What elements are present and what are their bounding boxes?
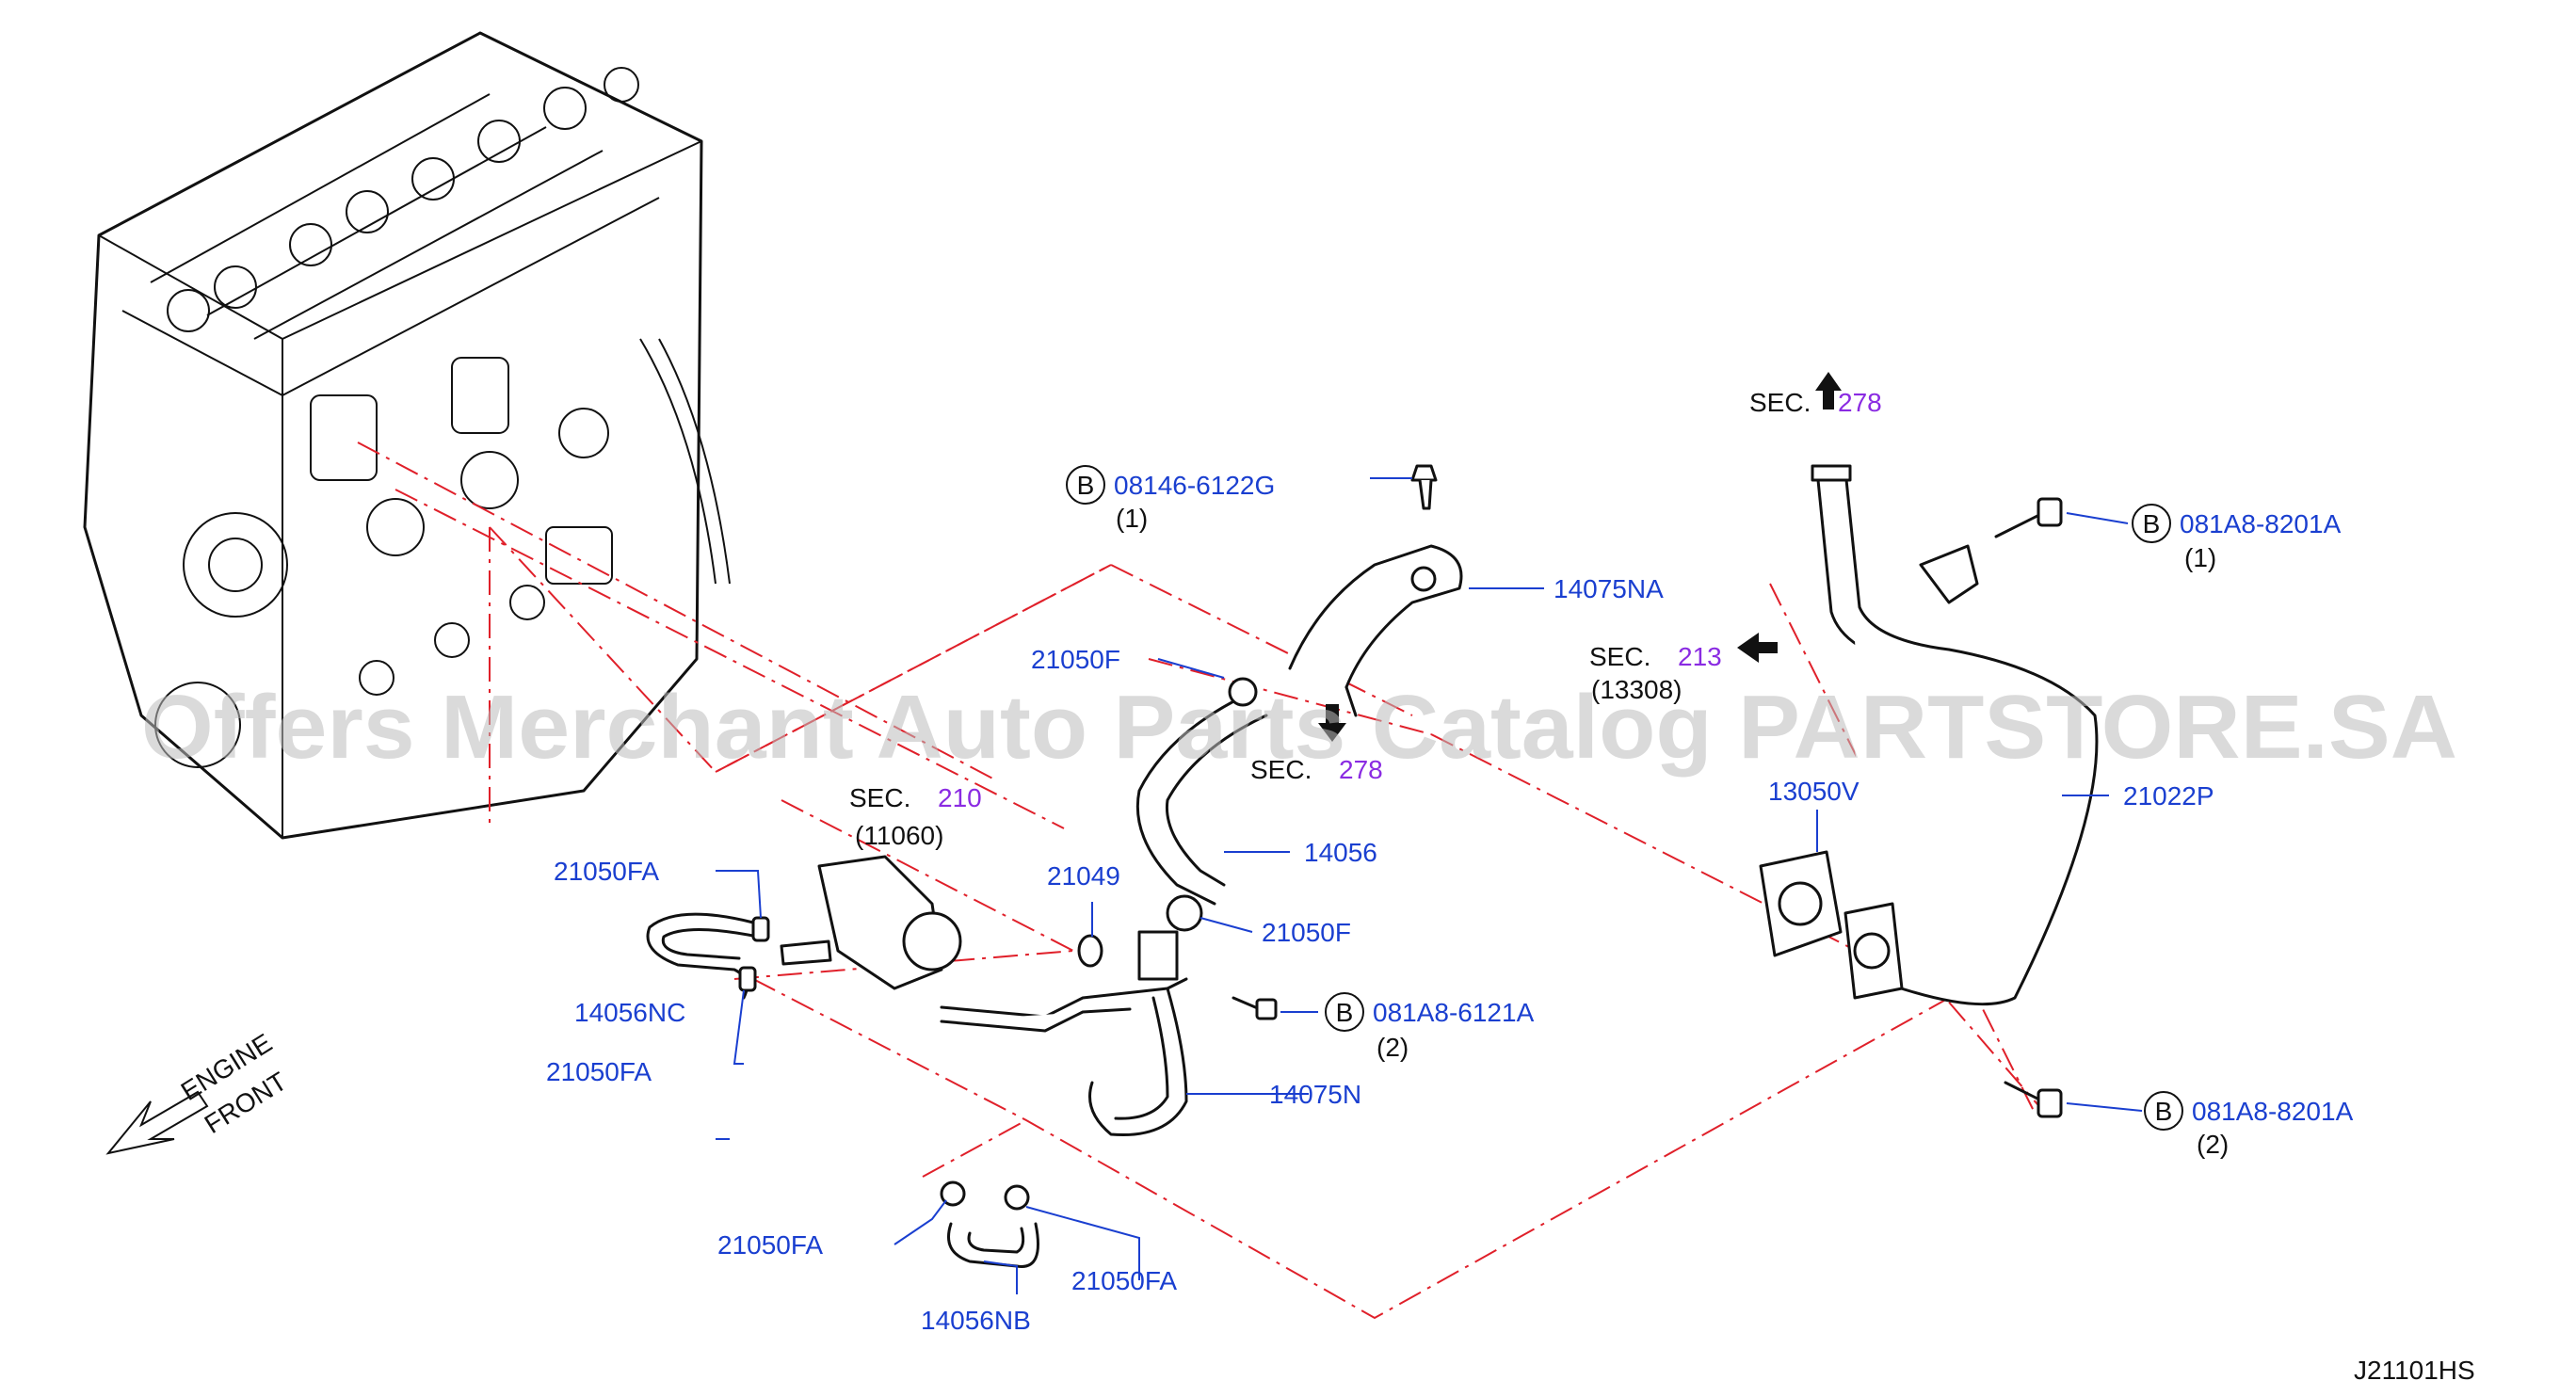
badge-letter: B [2155,1097,2173,1126]
sec-prefix: SEC. [1749,388,1811,417]
label-21050FA-bot2[interactable]: 21050FA [1071,1266,1177,1295]
part-number: 08146-6122G [1114,471,1275,500]
engine-front-indicator: ENGINE FRONT [105,1028,292,1155]
badge-b-icon [2132,504,2171,543]
hose-14056[interactable] [1135,695,1268,906]
sec-subsection: (13308) [1591,675,1682,704]
sec-prefix: SEC. [1250,755,1312,784]
clamp-21050FA-left2[interactable] [738,966,757,992]
label-21050FA-left1[interactable]: 21050FA [554,857,659,886]
part-qty: (2) [2197,1130,2229,1159]
bolt-08146-6122G[interactable] [1410,464,1438,510]
part-qty: (2) [1377,1033,1409,1062]
label-21050F-top[interactable]: 21050F [1031,645,1120,674]
part-qty: (1) [1116,504,1148,533]
sec-number: 278 [1838,388,1882,417]
label-21022P[interactable]: 21022P [2123,781,2214,811]
bolt-081A8-6121A[interactable] [1232,996,1278,1020]
badge-b-icon [1325,992,1364,1032]
arrow-left-icon [1737,633,1778,663]
sec-210[interactable]: SEC. 210 (11060) [849,783,982,850]
sec-prefix: SEC. [849,783,910,812]
diagram-code: J21101HS [2354,1356,2475,1385]
arrow-down-icon [1318,704,1346,742]
pipe-14075N[interactable] [940,930,1188,1137]
label-21050FA-left2[interactable]: 21050FA [546,1057,652,1086]
part-labels: 14075NA 21050F 14056 21049 21050F 14075N… [546,574,2214,1335]
clamp-21050F-top[interactable] [1228,677,1258,707]
clamp-21050FA-bot1[interactable] [940,1180,966,1207]
gasket-21049[interactable] [1077,934,1103,968]
engine-front-arrow-icon [105,1090,209,1155]
bolt-081A8-8201A-bottom[interactable] [2004,1081,2063,1118]
part-number: 081A8-8201A [2192,1097,2354,1126]
part-number: 081A8-8201A [2180,509,2342,538]
sec-prefix: SEC. [1589,642,1650,671]
watermark-text: Offers Merchant Auto Parts Catalog PARTS… [141,677,2457,778]
gasket-13050V[interactable] [1759,850,1843,957]
label-13050V[interactable]: 13050V [1768,777,1860,806]
label-14075N[interactable]: 14075N [1269,1080,1361,1109]
pipe-14075NA[interactable] [1288,544,1463,717]
sec-278-mid[interactable]: SEC. 278 [1250,755,1383,784]
clamp-21050F-mid[interactable] [1166,894,1203,932]
callout-081A8-8201A-bottom[interactable]: B 081A8-8201A (2) [2144,1091,2354,1159]
label-14056NC[interactable]: 14056NC [574,998,685,1027]
badge-letter: B [1077,471,1095,500]
badge-b-icon [1066,465,1105,505]
label-14075NA[interactable]: 14075NA [1554,574,1664,603]
engine-block-illustration [83,31,731,840]
bolt-081A8-8201A-top[interactable] [1994,497,2063,538]
flange-21022P[interactable] [1843,902,1904,1000]
leader-lines [716,477,2143,1294]
callout-081A8-6121A[interactable]: B 081A8-6121A (2) [1325,992,1535,1062]
label-21050FA-bot1[interactable]: 21050FA [717,1230,823,1260]
sec-number: 213 [1678,642,1722,671]
sec-number: 210 [938,783,982,812]
arrow-up-icon [1815,372,1842,409]
badge-letter: B [1336,998,1354,1027]
callout-08146-6122G[interactable]: B 08146-6122G (1) [1066,465,1275,533]
sec-subsection: (11060) [855,821,943,850]
part-qty: (1) [2184,543,2216,572]
label-14056[interactable]: 14056 [1304,838,1377,867]
sec-278-top[interactable]: SEC. 278 [1749,388,1882,417]
callout-081A8-8201A-top[interactable]: B 081A8-8201A (1) [2132,504,2342,572]
reference-lines [357,442,2044,1320]
badge-b-icon [2144,1091,2183,1131]
clamp-21050FA-left1[interactable] [751,916,770,942]
thermostat-housing-sec210[interactable] [780,855,962,990]
sec-213[interactable]: SEC. 213 (13308) [1589,642,1722,704]
sec-number: 278 [1339,755,1383,784]
badge-letter: B [2143,509,2161,538]
pipe-21022P[interactable] [1811,464,2099,1006]
clamp-21050FA-bot2[interactable] [1004,1184,1030,1211]
label-21049[interactable]: 21049 [1047,861,1120,891]
label-21050F-mid[interactable]: 21050F [1262,918,1351,947]
label-14056NB[interactable]: 14056NB [921,1306,1031,1335]
hose-14056NB[interactable] [947,1222,1039,1268]
part-number: 081A8-6121A [1373,998,1535,1027]
